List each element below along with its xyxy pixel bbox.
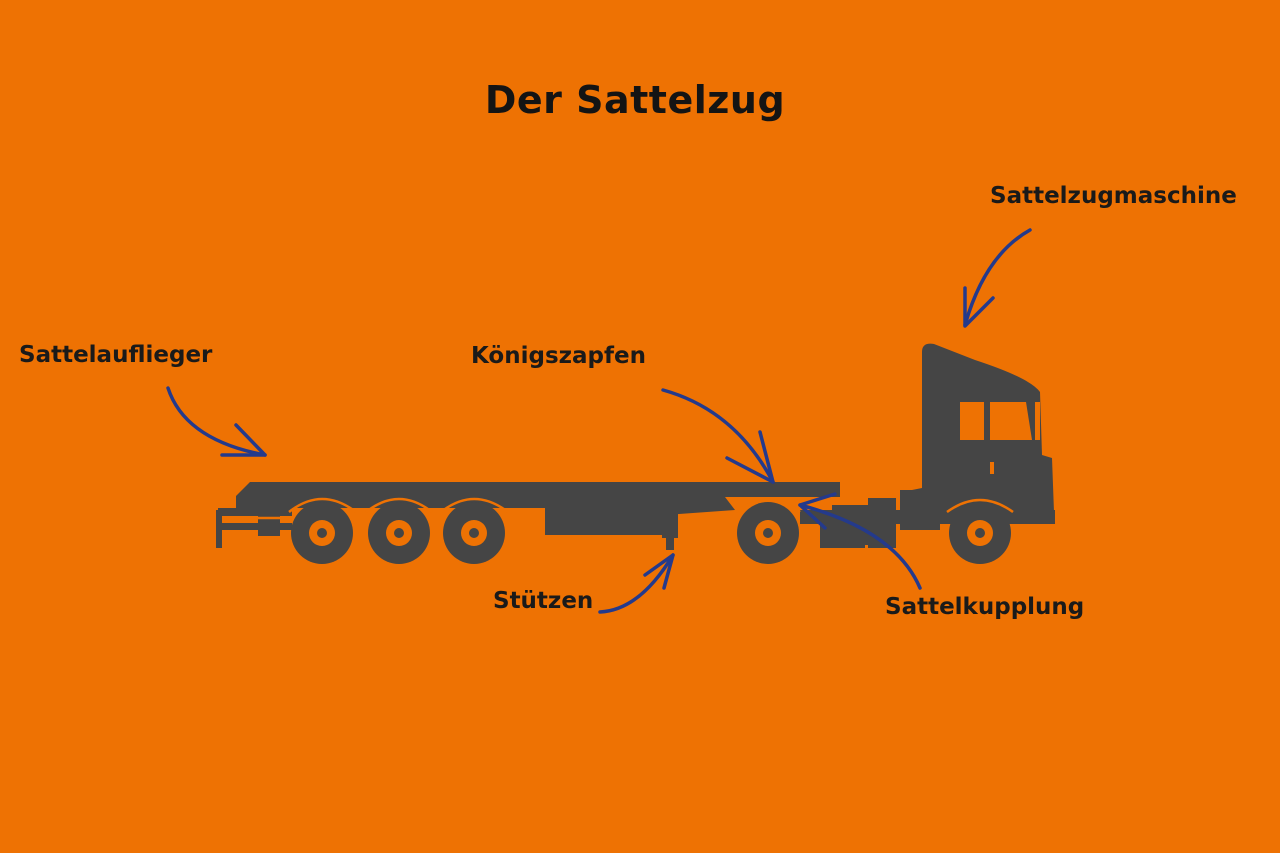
rear-bumper bbox=[218, 508, 292, 516]
silhouette-details bbox=[309, 402, 1040, 546]
semi-truck-silhouette bbox=[216, 343, 1055, 564]
arrow-coupling-icon bbox=[798, 503, 922, 590]
arrow-tractor-icon bbox=[963, 228, 1032, 327]
label-sattelkupplung: Sattelkupplung bbox=[885, 594, 1085, 620]
label-koenigszapfen: Königszapfen bbox=[471, 343, 646, 369]
label-stuetzen: Stützen bbox=[493, 588, 594, 614]
annotation-arrows bbox=[166, 228, 1032, 614]
arrow-supportlegs-icon bbox=[598, 553, 675, 614]
trailer-frame bbox=[545, 497, 665, 535]
arrow-kingpin-icon bbox=[661, 388, 775, 484]
cab-window bbox=[960, 402, 984, 440]
label-sattelzugmaschine: Sattelzugmaschine bbox=[990, 183, 1237, 209]
label-sattelauflieger: Sattelauflieger bbox=[19, 342, 213, 368]
support-leg bbox=[662, 505, 678, 538]
arrow-trailer-icon bbox=[166, 386, 267, 457]
diagram-title: Der Sattelzug bbox=[484, 78, 786, 122]
